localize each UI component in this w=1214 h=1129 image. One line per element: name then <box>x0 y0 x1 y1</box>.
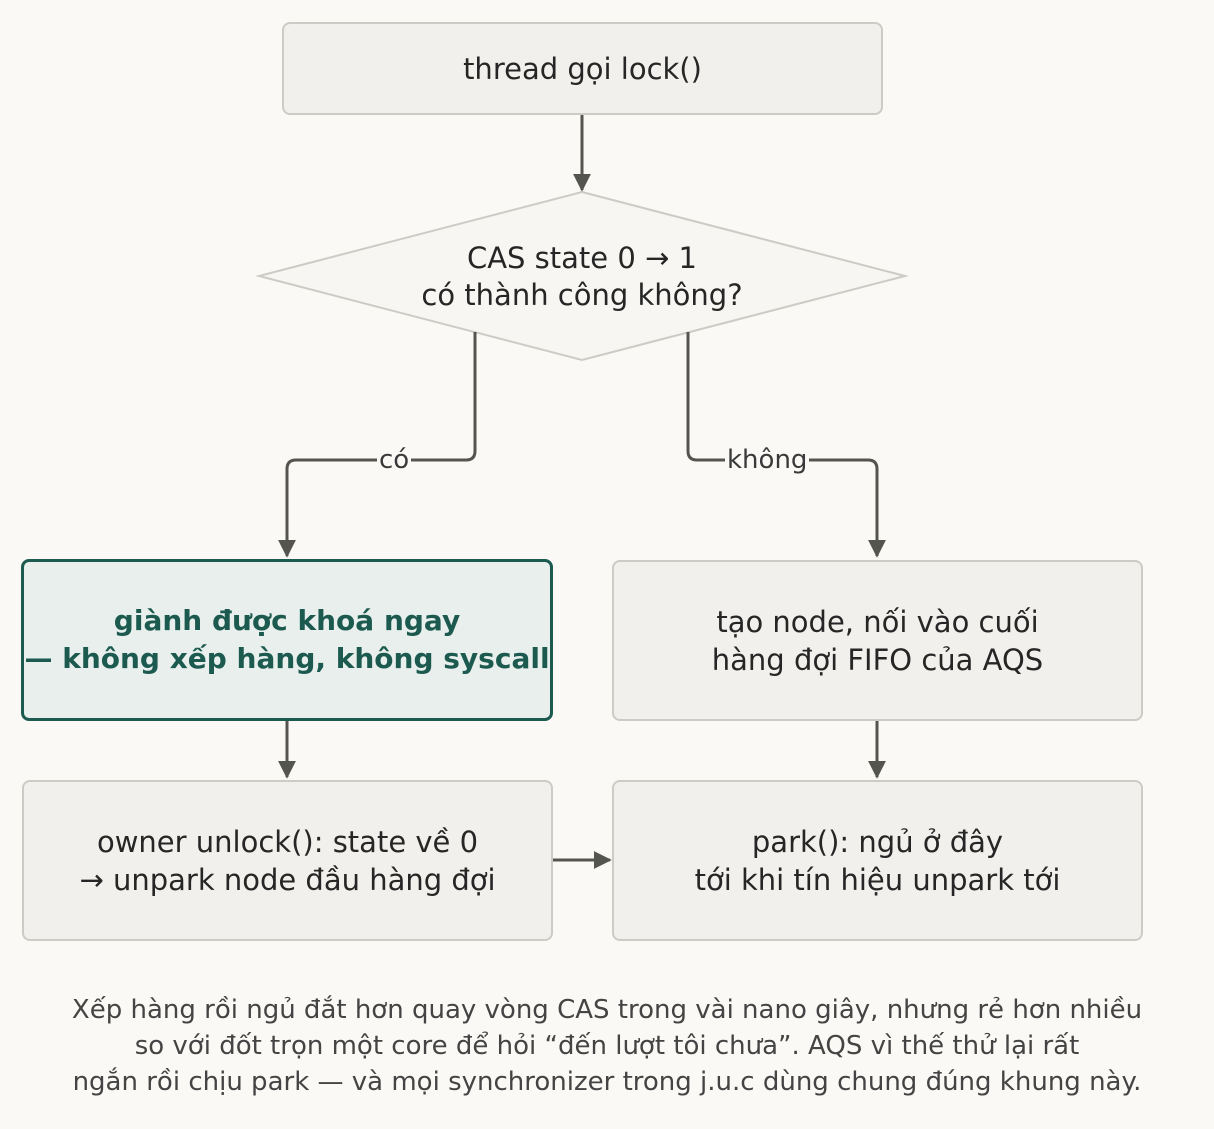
decision-line-2: có thành công không? <box>421 278 743 312</box>
caption-line-2: so với đốt trọn một core để hỏi “đến lượ… <box>134 1031 1080 1061</box>
release-line-1: owner unlock(): state về 0 <box>96 824 479 859</box>
park-line-1: park(): ngủ ở đây <box>751 824 1004 859</box>
no-edge-label: không <box>725 445 810 475</box>
release-line-2: → unpark node đầu hàng đợi <box>79 862 496 897</box>
arrow-yes-to-acquired <box>278 332 477 558</box>
acquired-line-1: giành được khoá ngay <box>113 604 461 637</box>
acquired-line-2: — không xếp hàng, không syscall <box>24 642 550 675</box>
enqueue-node: tạo node, nối vào cuối hàng đợi FIFO của… <box>612 560 1143 721</box>
decision-node: CAS state 0 → 1 có thành công không? <box>262 240 902 314</box>
decision-line-1: CAS state 0 → 1 <box>466 241 698 275</box>
yes-edge-label: có <box>377 445 412 475</box>
enqueue-line-1: tạo node, nối vào cuối <box>716 604 1039 639</box>
caption-line-1: Xếp hàng rồi ngủ đắt hơn quay vòng CAS t… <box>71 995 1143 1025</box>
release-node: owner unlock(): state về 0 → unpark node… <box>22 780 553 941</box>
acquired-node: giành được khoá ngay — không xếp hàng, k… <box>21 559 553 721</box>
park-line-2: tới khi tín hiệu unpark tới <box>694 862 1061 897</box>
diagram-caption: Xếp hàng rồi ngủ đắt hơn quay vòng CAS t… <box>0 992 1214 1100</box>
start-node: thread gọi lock() <box>282 22 883 115</box>
caption-line-3: ngắn rồi chịu park — và mọi synchronizer… <box>72 1067 1142 1097</box>
arrow-no-to-enqueue <box>686 332 886 558</box>
decision-diamond <box>255 190 909 362</box>
park-node: park(): ngủ ở đây tới khi tín hiệu unpar… <box>612 780 1143 941</box>
enqueue-line-2: hàng đợi FIFO của AQS <box>711 642 1044 677</box>
start-node-label: thread gọi lock() <box>463 51 702 86</box>
